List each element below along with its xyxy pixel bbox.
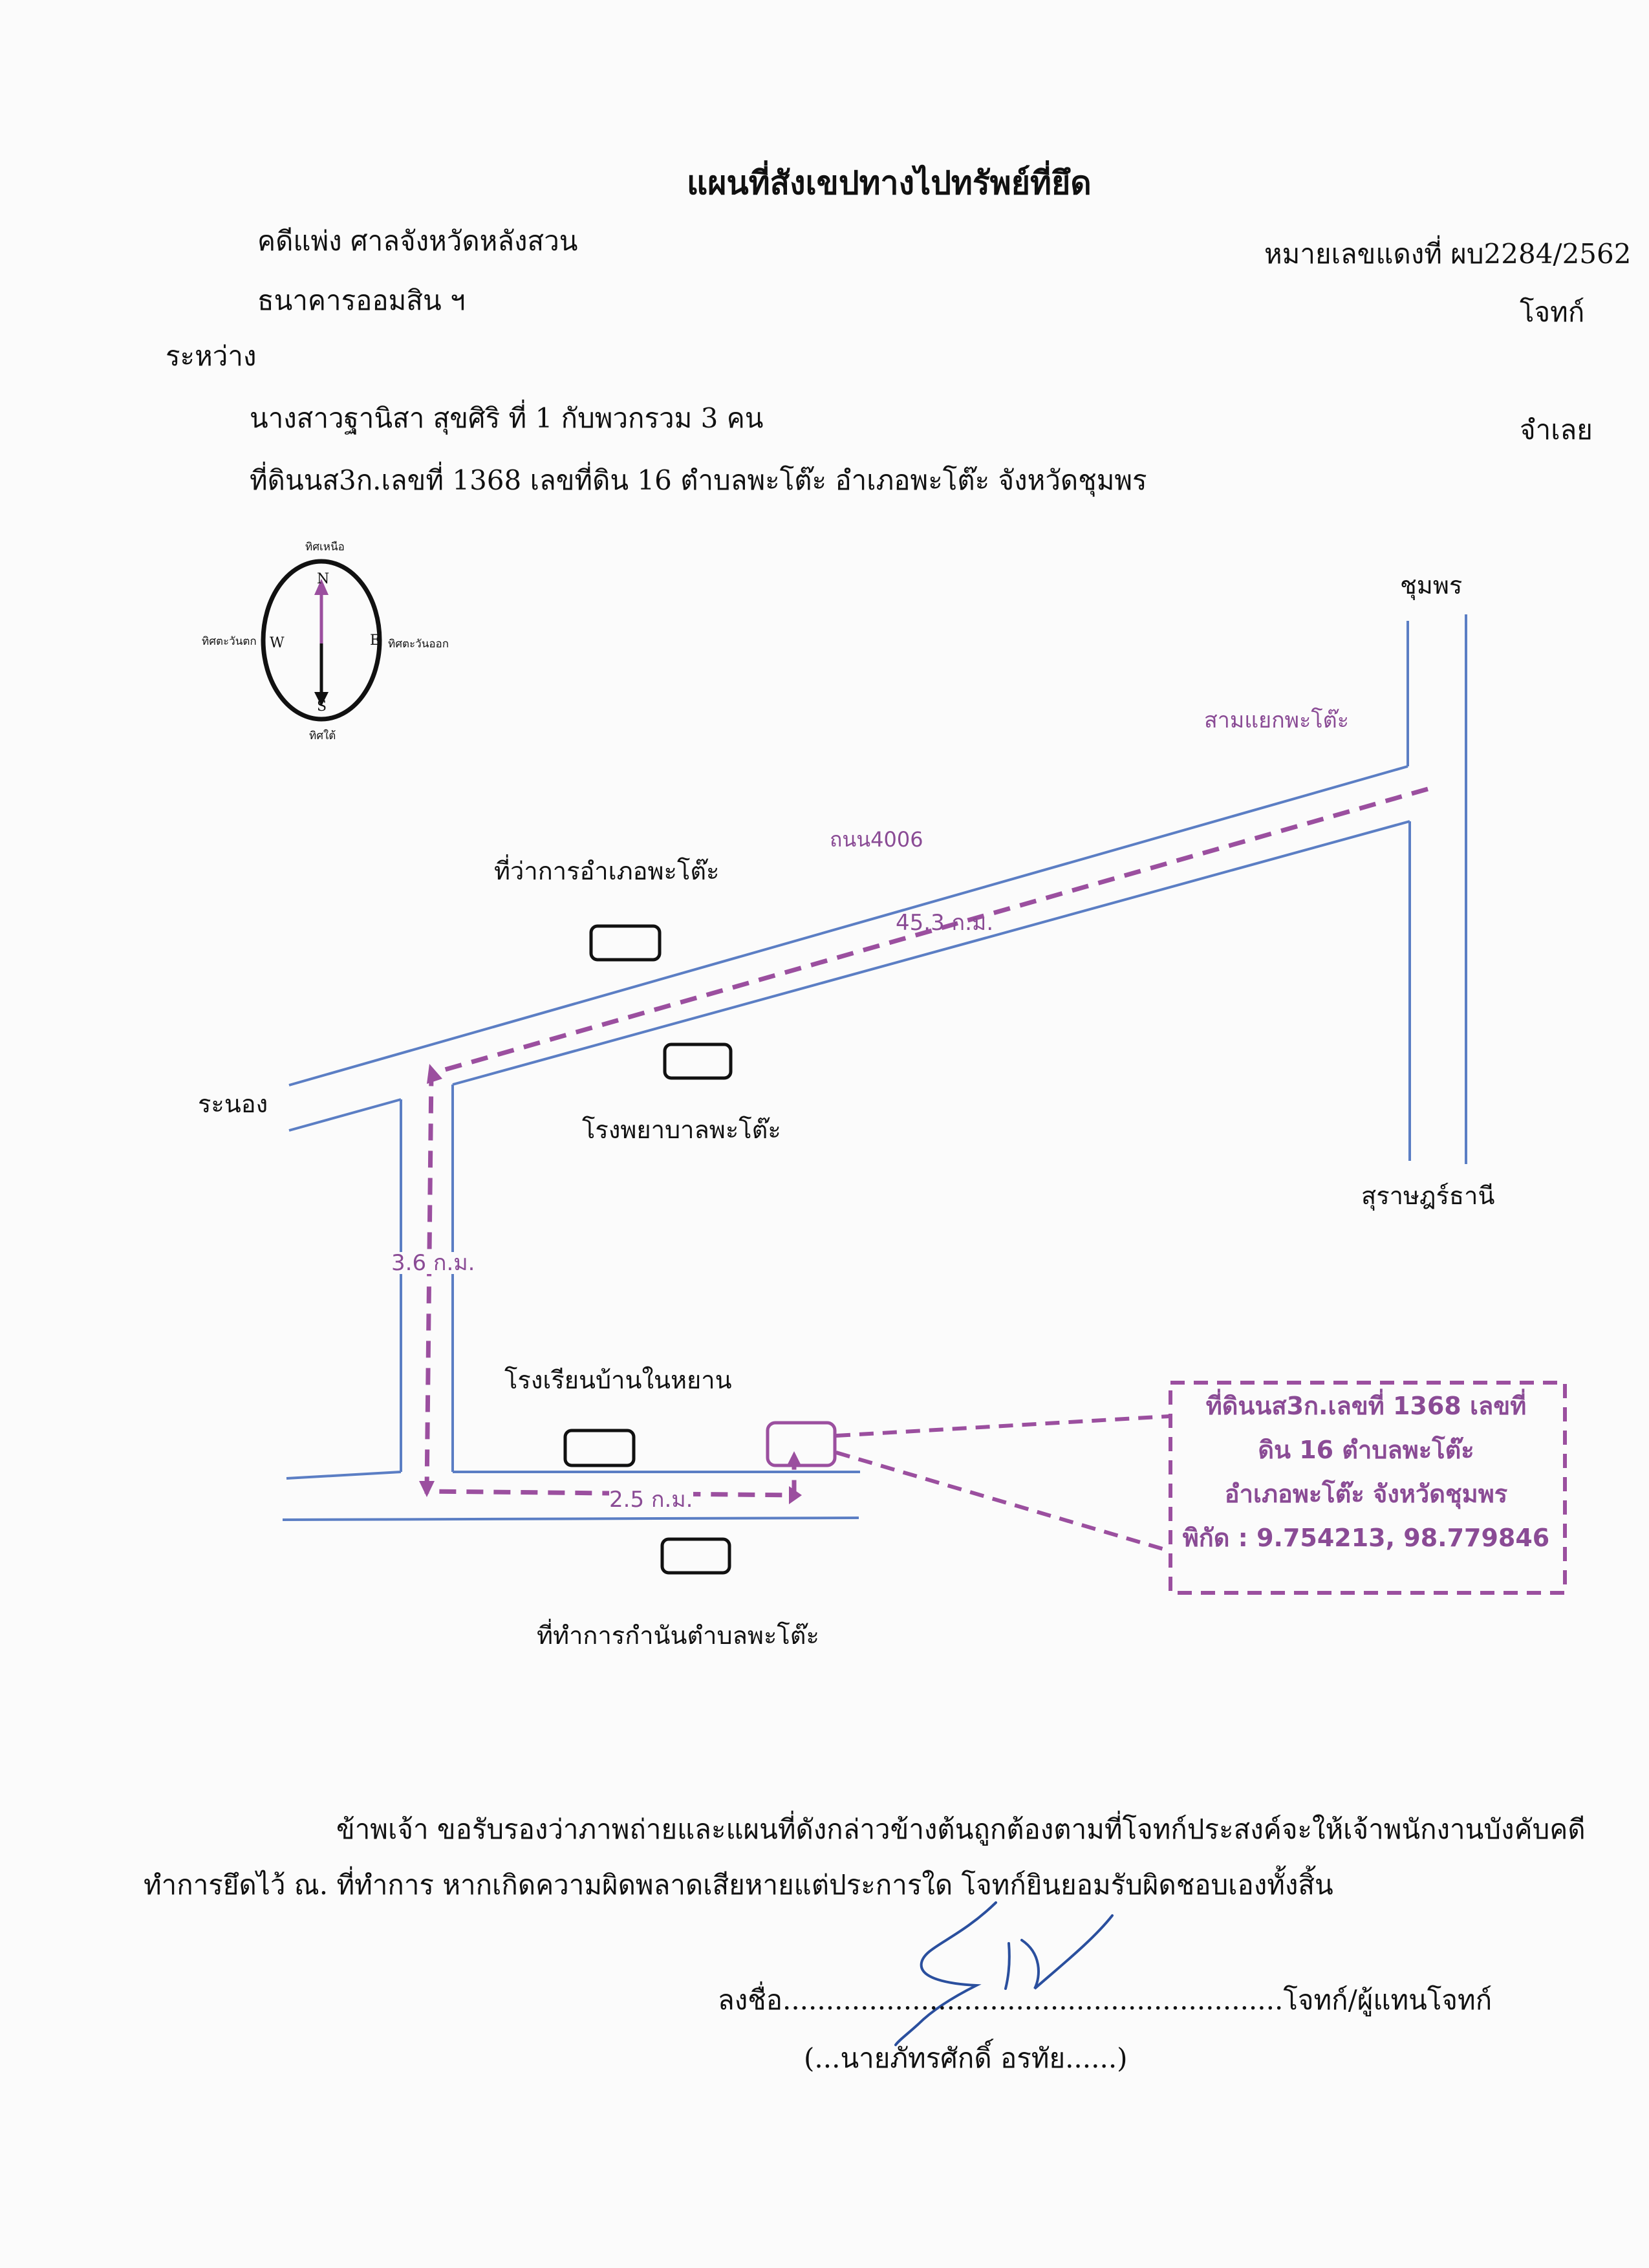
road-4006-upper: [288, 765, 1408, 1086]
label-chumphon: ชุมพร: [1400, 571, 1463, 599]
label-ranong: ระนอง: [198, 1090, 268, 1118]
distance-local: 2.5 ก.ม.: [609, 1487, 693, 1513]
info-line-1: ที่ดินนส3ก.เลขที่ 1368 เลขที่: [1205, 1392, 1527, 1420]
road-4006-lower: [288, 1098, 402, 1132]
distance-branch: 3.6 ก.ม.: [391, 1250, 475, 1276]
distance-road-4006: 45.3 ก.ม.: [896, 910, 994, 936]
district-office-marker: [589, 924, 662, 962]
hospital-marker: [663, 1042, 733, 1080]
case-number: หมายเลขแดงที่ ผบ2284/2562: [1264, 238, 1632, 270]
compass-rose: [261, 559, 382, 722]
label-school: โรงเรียนบ้านในหยาน: [504, 1366, 732, 1394]
certification-line-1: ข้าพเจ้า ขอรับรองว่าภาพถ่ายและแผนที่ดังก…: [336, 1813, 1586, 1845]
label-hospital: โรงพยาบาลพะโต๊ะ: [582, 1116, 781, 1144]
case-court: คดีแพ่ง ศาลจังหวัดหลังสวน: [257, 225, 578, 257]
sign-suffix: โจทก์/ผู้แทนโจทก์: [1283, 1984, 1493, 2016]
callout-line-bottom: [835, 1451, 1170, 1553]
document-title: แผนที่สังเขปทางไปทรัพย์ที่ยึด: [687, 164, 1092, 202]
road-network: [282, 614, 1467, 1521]
compass-w: W: [270, 635, 285, 651]
arrow-head-local: [789, 1486, 802, 1504]
label-road: ถนน4006: [830, 827, 923, 852]
between-label: ระหว่าง: [166, 340, 257, 372]
defendant-role: จำเลย: [1520, 414, 1593, 446]
sign-prefix: ลงชื่อ: [718, 1984, 782, 2016]
arrow-head-junction: [427, 1064, 442, 1084]
arrow-head-bend: [419, 1481, 435, 1497]
certification-line-2: ทำการยึดไว้ ณ. ที่ทำการ หากเกิดความผิดพล…: [144, 1869, 1333, 1901]
kamnan-office-marker: [660, 1537, 731, 1575]
road-local-upper-west: [286, 1471, 402, 1480]
info-line-4: พิกัด : 9.754213, 98.779846: [1182, 1524, 1550, 1552]
compass-e: E: [370, 632, 381, 649]
arrow-head-property: [786, 1451, 802, 1467]
road-4006-lower-east: [452, 820, 1410, 1086]
callout: [835, 1381, 1567, 1595]
compass-east-label: ทิศตะวันออก: [388, 638, 449, 651]
callout-box: [1169, 1381, 1567, 1595]
info-line-3: อำเภอพะโต๊ะ จังหวัดชุมพร: [1224, 1480, 1508, 1508]
label-kamnan-office: ที่ทำการกำนันตำบลพะโต๊ะ: [537, 1621, 819, 1650]
road-local-lower: [282, 1517, 859, 1521]
compass-arrow-north: [314, 579, 329, 595]
plaintiff-role: โจทก์: [1520, 296, 1585, 328]
signature-line: ลงชื่อ..................................…: [718, 1979, 1492, 2022]
defendant-name: นางสาวฐานิสา สุขศิริ ที่ 1 กับพวกรวม 3 ค…: [250, 402, 764, 434]
label-junction: สามแยกพะโต๊ะ: [1204, 707, 1349, 733]
compass-south-label: ทิศใต้: [309, 729, 336, 742]
label-district-office: ที่ว่าการอำเภอพะโต๊ะ: [494, 857, 720, 885]
label-surat: สุราษฎร์ธานี: [1361, 1182, 1495, 1210]
compass-arrow-south: [314, 692, 329, 706]
info-line-2: ดิน 16 ตำบลพะโต๊ะ: [1258, 1436, 1474, 1464]
route-arrows: [419, 1064, 802, 1504]
callout-line-top: [835, 1414, 1170, 1438]
landmarks: [563, 924, 837, 1575]
property-description: ที่ดินนส3ก.เลขที่ 1368 เลขที่ดิน 16 ตำบล…: [250, 464, 1147, 496]
compass-ring: [261, 559, 382, 722]
sign-dots: ........................................…: [782, 1984, 1284, 2016]
signature-mark: [894, 1901, 1114, 2046]
school-marker: [563, 1429, 636, 1467]
signer-name: (...นายภัทรศักดิ์ อรทัย......): [804, 2042, 1128, 2074]
compass-s: S: [317, 698, 327, 715]
compass-north-label: ทิศเหนือ: [305, 541, 345, 554]
plaintiff-name: ธนาคารออมสิน ฯ: [257, 285, 466, 316]
property-marker: [766, 1421, 837, 1467]
compass-west-label: ทิศตะวันตก: [202, 635, 257, 648]
property-info-box: ที่ดินนส3ก.เลขที่ 1368 เลขที่ ดิน 16 ตำบ…: [1170, 1384, 1562, 1588]
compass-n: N: [317, 571, 330, 587]
